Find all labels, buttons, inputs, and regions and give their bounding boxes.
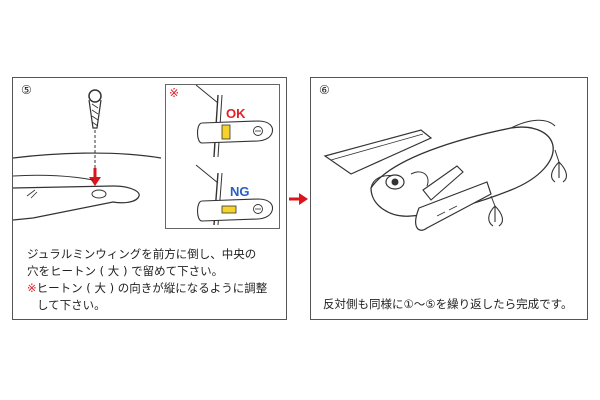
note-mark: ※ bbox=[169, 86, 180, 100]
next-step-arrow bbox=[289, 193, 308, 205]
step5-panel: ⑤ ※ OK NG bbox=[12, 77, 287, 320]
step5-line1: ジュラルミンウィングを前方に倒し、中央の bbox=[27, 247, 257, 261]
step5-line3: ヒートン ( 大 ) の向きが縦になるように調整 bbox=[36, 281, 268, 295]
step5-line2: 穴をヒートン ( 大 ) で留めて下さい。 bbox=[27, 264, 224, 278]
step6-number: ⑥ bbox=[319, 83, 330, 97]
ng-label: NG bbox=[230, 184, 250, 199]
ok-label: OK bbox=[226, 106, 246, 121]
step5-illustration bbox=[13, 89, 162, 221]
inset-orientation-detail: ※ OK NG bbox=[165, 84, 280, 229]
completed-lure-illustration bbox=[323, 119, 568, 231]
step6-panel: ⑥ 反対側も同様に①〜⑤を繰り返したら完成です。 bbox=[310, 77, 588, 320]
step5-number: ⑤ bbox=[21, 83, 32, 97]
step5-line4: して下さい。 bbox=[37, 298, 106, 312]
inset-illustration bbox=[195, 85, 274, 226]
step6-instructions: 反対側も同様に①〜⑤を繰り返したら完成です。 bbox=[323, 297, 573, 311]
step5-instructions: ジュラルミンウィングを前方に倒し、中央の 穴をヒートン ( 大 ) で留めて下さ… bbox=[27, 246, 285, 314]
step5-note-mark: ※ bbox=[27, 281, 37, 295]
